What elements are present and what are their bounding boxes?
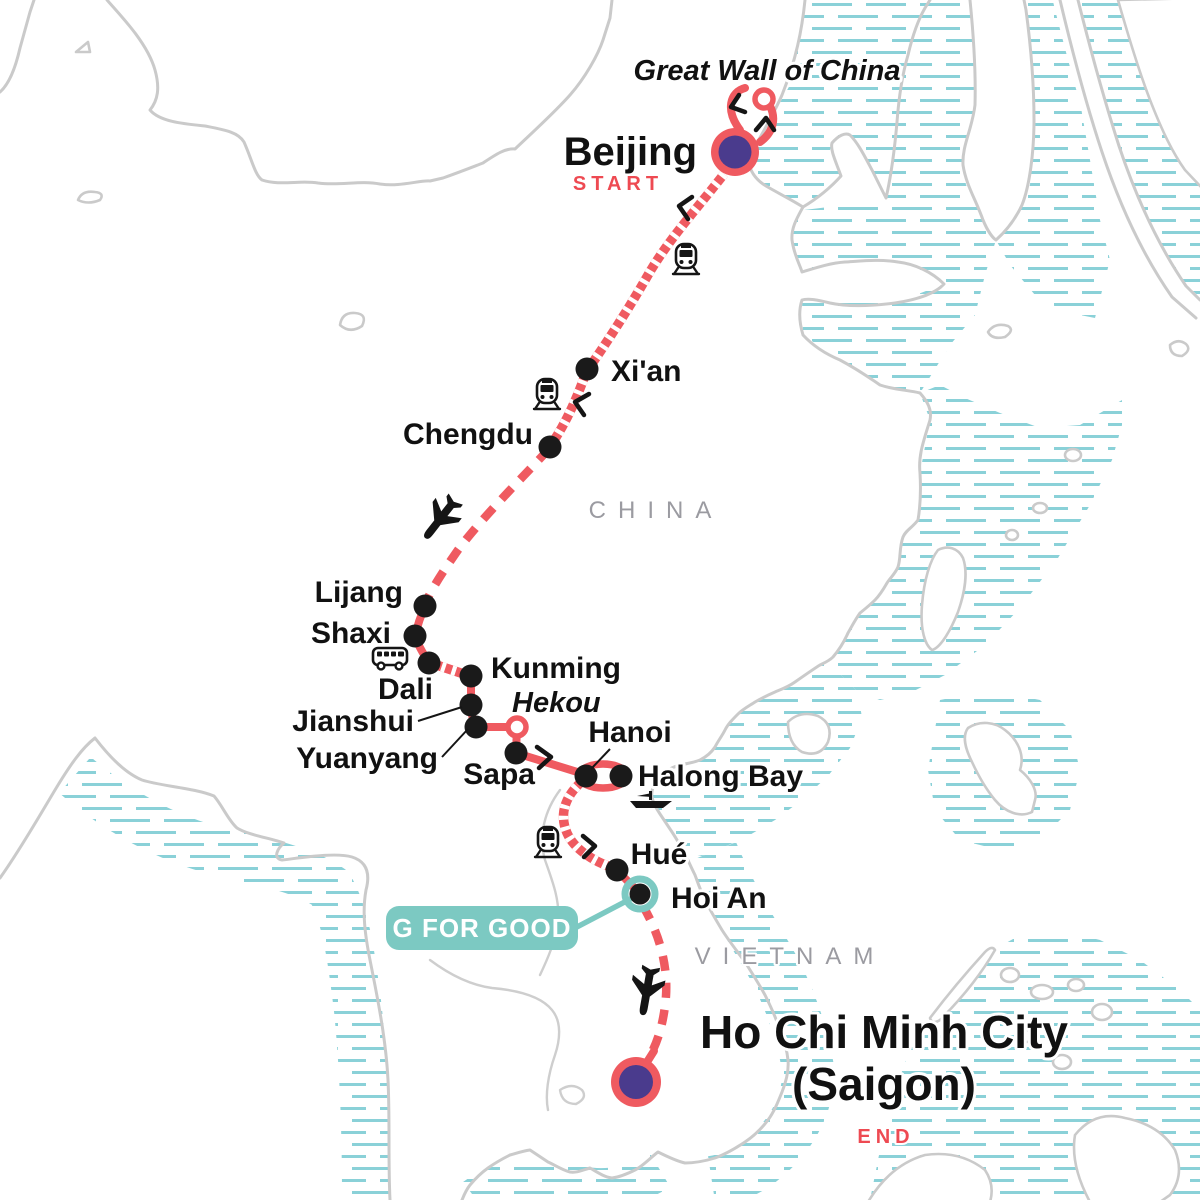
direction-arrow-icon	[534, 744, 554, 771]
city-label-dali: Dali	[378, 673, 433, 706]
palawan-island	[928, 946, 997, 1024]
pointer-line-yuanyang	[441, 728, 469, 758]
city-label-hcmc-line1: Ho Chi Minh City	[700, 1006, 1068, 1058]
city-label-lijang: Lijang	[315, 576, 403, 609]
direction-arrow-icon	[676, 194, 695, 222]
luzon-island	[963, 721, 1037, 816]
route-flight-hoian-hcmc	[639, 903, 671, 1054]
g-for-good-badge	[386, 906, 578, 950]
stop-dot-sapa	[504, 741, 528, 765]
city-label-yuanyang: Yuanyang	[296, 742, 438, 775]
markers: G FOR GOOD	[386, 87, 776, 1107]
stop-dot-jianshui	[459, 693, 483, 717]
country-label-china: CHINA	[589, 497, 724, 524]
bus-icon	[371, 646, 409, 671]
japan-corner-island	[1116, 0, 1200, 188]
city-label-hoian: Hoi An	[671, 882, 767, 915]
pointer-line-hanoi	[590, 748, 611, 770]
stop-dot-xian	[575, 357, 599, 381]
stop-dot-halong-bay	[609, 764, 633, 788]
taiwan-island	[920, 546, 967, 652]
city-label-sapa: Sapa	[463, 758, 535, 791]
stop-dot-kunming	[459, 664, 483, 688]
end-tag: END	[857, 1126, 914, 1148]
stop-dot-hoian	[629, 883, 651, 905]
stop-dot-lijang	[413, 594, 437, 618]
direction-arrow-icon	[728, 92, 748, 115]
china-east-coast	[460, 205, 946, 1200]
jeju-island	[986, 323, 1013, 340]
country-label-vietnam: VIETNAM	[695, 943, 886, 970]
city-label-hanoi: Hanoi	[588, 716, 671, 749]
direction-arrow-icon	[580, 833, 598, 860]
city-label-hcmc-line2: (Saigon)	[792, 1058, 976, 1110]
pointer-line-jianshui	[417, 706, 463, 722]
city-label-chengdu: Chengdu	[403, 418, 533, 451]
city-label-shaxi: Shaxi	[311, 617, 391, 650]
japan-west-coast	[1058, 0, 1198, 320]
stop-dot-chengdu	[538, 435, 562, 459]
stop-dot-shaxi	[403, 624, 427, 648]
hainan-island	[786, 712, 831, 755]
mindanao-island	[1072, 1114, 1181, 1200]
stop-dot-hue	[605, 858, 629, 882]
stop-ring-hekou	[505, 715, 529, 739]
start-marker-beijing	[718, 135, 752, 169]
city-label-hue: Hué	[631, 838, 688, 871]
route-flight-chengdu-lijang	[421, 446, 553, 606]
labels: Great Wall of China Beijing START Xi'an …	[289, 52, 1071, 1150]
border-fragment	[0, 0, 36, 94]
poi-label-hekou: Hekou	[512, 687, 601, 719]
myanmar-coast	[0, 736, 392, 1200]
city-label-kunming: Kunming	[491, 652, 621, 685]
g-for-good-ring-hoian	[621, 875, 659, 913]
direction-arrow-icon	[572, 391, 592, 418]
japan-east-coast	[1076, 0, 1200, 302]
city-label-xian: Xi'an	[611, 355, 682, 388]
train-icon	[532, 377, 562, 411]
train-icon	[671, 242, 701, 276]
start-tag: START	[573, 173, 663, 195]
korea-coast	[961, 0, 1036, 242]
train-icon	[533, 825, 563, 859]
stop-dot-hanoi	[574, 764, 598, 788]
stop-dot-yuanyang	[464, 715, 488, 739]
g-for-good-label: G FOR GOOD	[393, 913, 572, 943]
north-border-line	[105, 0, 614, 187]
city-label-beijing: Beijing	[564, 130, 697, 174]
plane-icon	[412, 488, 469, 549]
great-wall-marker	[752, 87, 776, 111]
borneo-tip	[867, 1152, 993, 1200]
direction-arrow-icon	[753, 115, 777, 133]
city-label-jianshui: Jianshui	[292, 705, 414, 738]
stop-dot-dali	[417, 651, 441, 675]
end-marker-hcmc	[619, 1065, 653, 1099]
poi-label-great-wall: Great Wall of China	[634, 55, 901, 87]
city-label-halong-bay: Halong Bay	[638, 760, 803, 793]
